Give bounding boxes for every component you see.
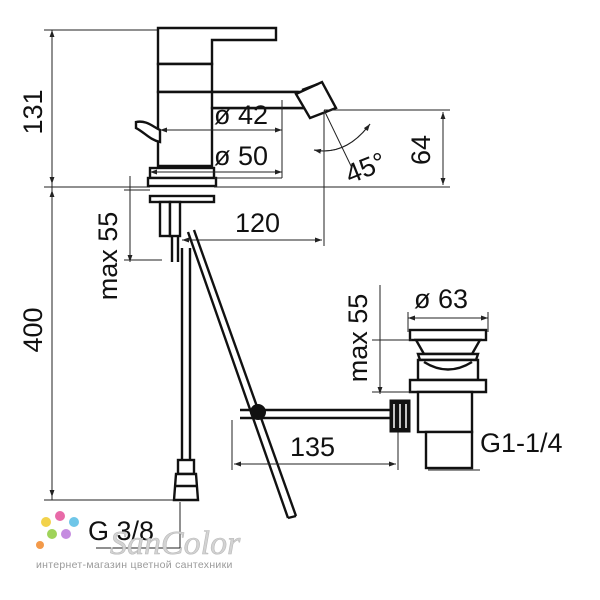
pop-up-rod (186, 229, 392, 520)
logo-wordmark: SanColor (110, 525, 241, 562)
dim-135-label: 135 (290, 432, 335, 462)
logo-dot (61, 529, 71, 539)
mounting-stud (148, 194, 216, 502)
dim-120-label: 120 (235, 208, 280, 238)
dim-max55-right-label: max 55 (343, 294, 373, 383)
sancolor-logo: SanColor (36, 511, 241, 562)
mixer-tap (134, 26, 338, 188)
dim-64-label: 64 (406, 135, 436, 165)
drain-waste (389, 328, 488, 470)
dim-g114-label: G1-1/4 (480, 428, 563, 458)
logo-tagline: интернет-магазин цветной сантехники (36, 559, 233, 571)
logo-dot (69, 517, 79, 527)
logo-dot (41, 517, 51, 527)
dim-g38-label: G 3/8 (88, 516, 154, 546)
dim-d50-label: ø 50 (214, 141, 268, 171)
logo-dot (36, 541, 44, 549)
dim-400-label: 400 (18, 307, 48, 352)
dim-angle-label: 45° (341, 146, 390, 189)
dim-d42-label: ø 42 (214, 100, 268, 130)
logo-dot (55, 511, 65, 521)
dim-d63-label: ø 63 (414, 284, 468, 314)
dimension-131-400 (44, 29, 178, 501)
dim-max55-left-label: max 55 (93, 212, 123, 301)
logo-dot (47, 529, 57, 539)
dim-131-label: 131 (18, 89, 48, 134)
